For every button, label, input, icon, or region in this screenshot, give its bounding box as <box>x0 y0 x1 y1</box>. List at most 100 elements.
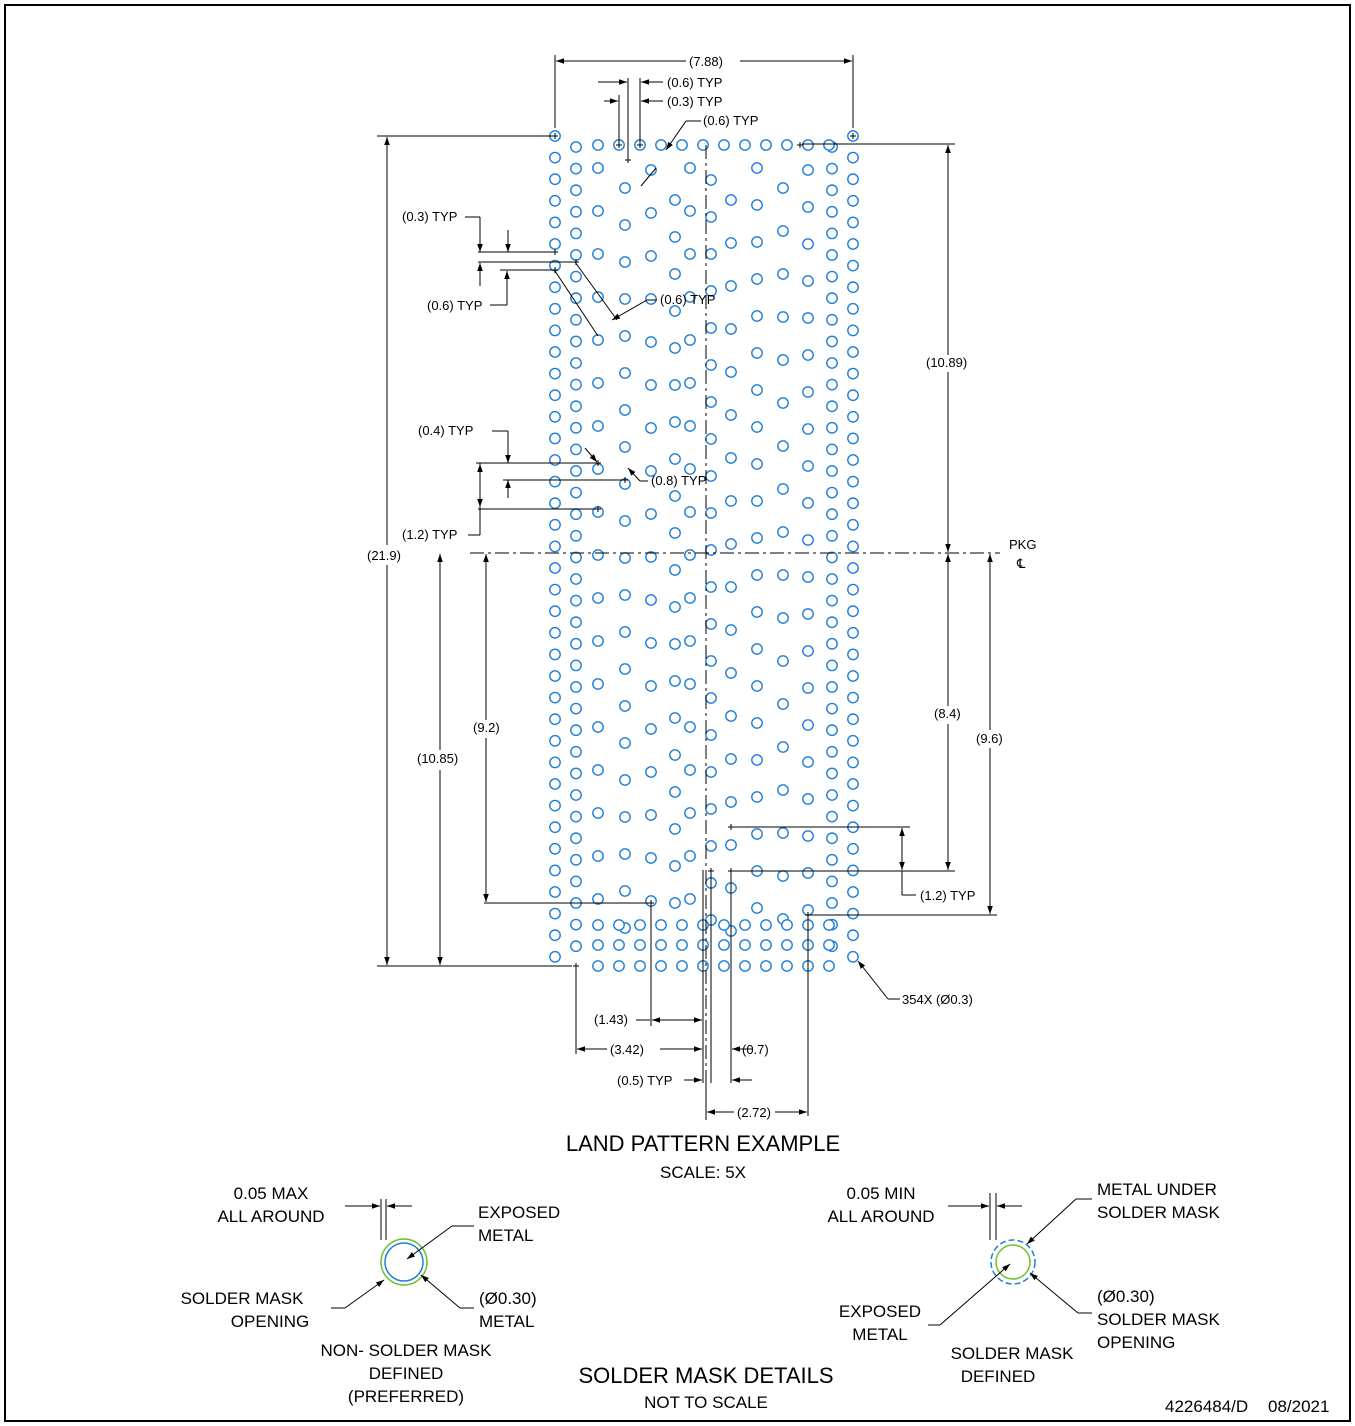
pad <box>676 139 688 151</box>
pad <box>619 293 631 305</box>
pad <box>592 893 604 905</box>
pad <box>826 810 838 823</box>
pad <box>751 421 763 433</box>
doc-number: 4226484/D <box>1165 1397 1248 1416</box>
pad <box>826 659 838 672</box>
pad <box>613 939 625 951</box>
pad <box>645 336 657 348</box>
pad <box>549 389 561 402</box>
pad <box>826 897 838 909</box>
pad <box>570 853 582 866</box>
pad <box>684 162 696 174</box>
dim-overall-width: (7.88) <box>689 54 723 69</box>
pad <box>847 367 859 380</box>
pad <box>549 497 561 510</box>
pad <box>592 139 604 151</box>
pad <box>802 139 814 151</box>
pad <box>751 236 763 248</box>
pad <box>802 830 814 842</box>
pad <box>684 377 696 389</box>
drawing-border <box>4 4 1351 1422</box>
pad <box>751 754 763 766</box>
pad <box>777 311 789 323</box>
pad <box>549 583 561 596</box>
pad <box>645 508 657 520</box>
pad <box>570 724 582 737</box>
pad <box>705 655 717 667</box>
pad <box>847 670 859 682</box>
dim-diag-08: (0.8) TYP <box>651 473 706 488</box>
pad <box>619 848 631 860</box>
pad <box>645 594 657 606</box>
pad <box>826 724 838 737</box>
pad <box>725 409 737 421</box>
pad <box>619 737 631 749</box>
pad <box>826 745 838 758</box>
pad <box>669 342 681 354</box>
pad <box>705 174 717 186</box>
pad <box>634 960 646 972</box>
pad <box>570 551 582 564</box>
svg-text:METAL: METAL <box>479 1312 534 1331</box>
pad <box>570 335 582 348</box>
dim-right-84: (8.4) <box>934 706 961 721</box>
svg-text:EXPOSED: EXPOSED <box>478 1203 560 1222</box>
pad <box>847 324 859 337</box>
pad <box>549 454 561 466</box>
pad <box>777 225 789 237</box>
pad <box>619 589 631 601</box>
pad <box>826 573 838 585</box>
pad <box>802 201 814 213</box>
pad <box>613 919 625 931</box>
pad <box>549 778 561 790</box>
pad <box>802 534 814 546</box>
pad <box>781 960 793 972</box>
pad <box>592 850 604 862</box>
svg-text:EXPOSED: EXPOSED <box>839 1302 921 1321</box>
pad <box>802 423 814 435</box>
pad <box>592 248 604 260</box>
pad <box>777 440 789 452</box>
pad <box>669 379 681 391</box>
pad <box>725 710 737 722</box>
pad <box>802 312 814 324</box>
pad <box>619 774 631 786</box>
pad-count-note: 354X (Ø0.3) <box>902 992 973 1007</box>
pad <box>619 404 631 416</box>
pad <box>645 207 657 219</box>
pad <box>826 702 838 715</box>
pad <box>634 919 646 931</box>
pad <box>570 270 582 283</box>
doc-date: 08/2021 <box>1268 1397 1329 1416</box>
pad <box>549 324 561 337</box>
pad <box>645 637 657 649</box>
pad <box>705 618 717 630</box>
pad <box>802 645 814 657</box>
pad <box>826 357 838 369</box>
pad <box>549 518 561 531</box>
pad <box>645 551 657 563</box>
pad <box>592 721 604 733</box>
pad <box>570 249 582 261</box>
dim-upper-height: (10.89) <box>926 355 967 370</box>
pad <box>549 367 561 380</box>
pad <box>684 506 696 518</box>
pad <box>570 875 582 888</box>
pad <box>669 527 681 539</box>
svg-text:DEFINED: DEFINED <box>369 1364 444 1383</box>
svg-text:SOLDER MASK: SOLDER MASK <box>181 1289 304 1308</box>
nsmd-detail: 0.05 MAX ALL AROUND EXPOSED METAL SOLDER… <box>181 1184 561 1406</box>
pad <box>705 766 717 778</box>
pad <box>684 807 696 819</box>
pad <box>705 544 717 556</box>
pad <box>725 624 737 636</box>
pad <box>760 139 772 151</box>
pad <box>826 529 838 542</box>
pad <box>570 313 582 326</box>
dim-mid-06-diag: (0.6) TYP <box>660 292 715 307</box>
pad <box>751 347 763 359</box>
pad <box>823 960 835 972</box>
pad <box>725 796 737 808</box>
pad <box>684 721 696 733</box>
